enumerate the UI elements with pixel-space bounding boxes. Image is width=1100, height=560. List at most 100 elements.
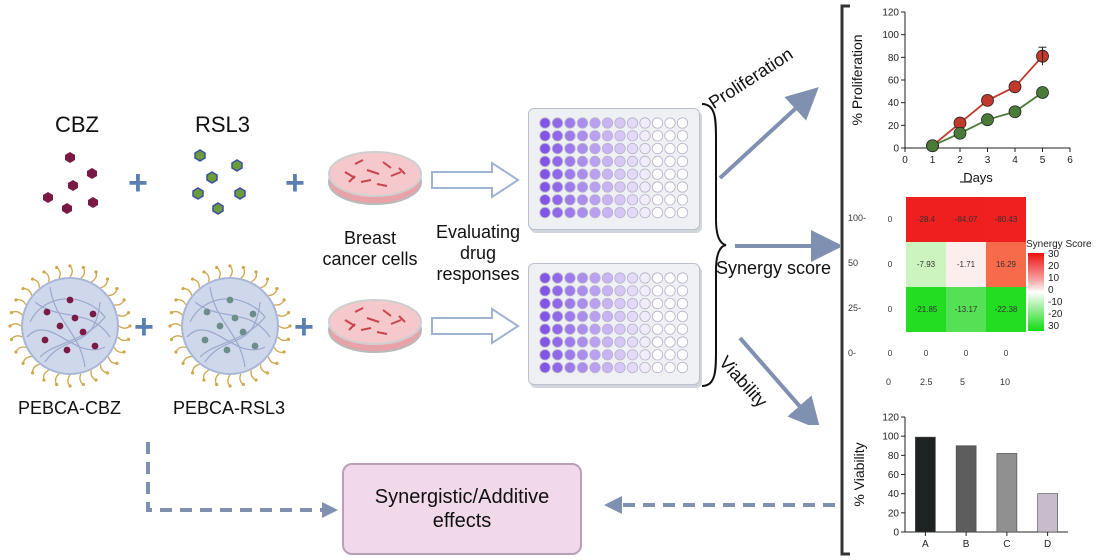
peg-chain: [108, 288, 118, 297]
peg-end: [288, 324, 292, 328]
well: [564, 181, 576, 193]
well: [601, 207, 614, 219]
well: [576, 336, 589, 348]
synergistic-effects-label: Synergistic/Additive effects: [374, 486, 550, 532]
peg-chain: [22, 355, 32, 364]
well: [564, 336, 576, 348]
well: [651, 285, 664, 297]
pebca-rsl3-label: PEBCA-RSL3: [173, 398, 286, 418]
peg-end: [286, 337, 291, 341]
peg-chain: [278, 325, 291, 329]
peg-end: [202, 270, 206, 274]
peg-end: [190, 371, 195, 375]
peg-chain: [107, 356, 117, 365]
well: [676, 207, 689, 219]
peg-chain: [79, 373, 84, 386]
well: [664, 349, 676, 361]
x-tick-label: A: [922, 539, 929, 550]
well: [664, 336, 676, 348]
cbz-molecules-icon: [43, 152, 98, 214]
heatmap-cell: -7.93: [906, 242, 946, 287]
well: [614, 117, 626, 129]
peg-end: [241, 265, 245, 270]
well: [676, 349, 689, 361]
bar: [955, 445, 977, 533]
peg-end: [215, 265, 219, 270]
well: [601, 117, 614, 129]
well: [639, 168, 651, 180]
well: [589, 323, 601, 335]
well: [676, 130, 689, 142]
peg-end: [14, 350, 18, 354]
well: [564, 362, 576, 374]
well: [564, 272, 576, 284]
peg-chain: [9, 323, 22, 327]
peg-chain: [90, 370, 97, 381]
well: [539, 155, 551, 168]
peg-end: [94, 378, 98, 382]
y-tick-label: 80: [888, 451, 900, 462]
data-point: [1008, 80, 1022, 94]
well: [589, 168, 601, 180]
heatmap-legend-tick: 20: [1048, 261, 1060, 272]
bar: [996, 453, 1018, 533]
well: [664, 155, 676, 168]
well: [589, 297, 601, 310]
well: [651, 181, 664, 193]
well: [614, 155, 626, 168]
peg-chain: [183, 287, 193, 296]
well: [651, 117, 664, 129]
well-plate-bottom: [528, 263, 700, 385]
peg-chain: [227, 374, 231, 387]
well: [564, 310, 576, 323]
data-point: [926, 139, 939, 153]
well: [664, 168, 676, 180]
well: [676, 181, 689, 193]
well: [676, 362, 689, 374]
well: [601, 310, 614, 323]
rsl3-label: RSL3: [195, 112, 251, 137]
y-tick-label: 100: [882, 30, 899, 41]
well: [601, 168, 614, 180]
branch-synergy-label: Synergy score: [716, 258, 832, 278]
heatmap-cell: -21.85: [906, 287, 946, 332]
heatmap-cell: 0: [887, 215, 893, 224]
heatmap-col-label: 5: [960, 377, 966, 387]
peg-chain: [117, 336, 129, 342]
peg-chain: [203, 271, 210, 282]
well: [664, 142, 676, 155]
well: [639, 142, 651, 155]
peg-end: [275, 286, 279, 291]
y-tick-label: 40: [888, 489, 900, 500]
peg-end: [42, 378, 46, 382]
heatmap-row-label: 100-: [848, 213, 867, 223]
well: [576, 362, 589, 374]
heatmap-cell: -84.07: [946, 197, 986, 242]
well: [626, 310, 639, 323]
heatmap-row-label: 50: [848, 258, 859, 268]
well: [651, 362, 664, 374]
well: [614, 310, 626, 323]
plus-icon: +: [285, 164, 305, 202]
x-tick-label: 0: [902, 155, 908, 166]
peg-chain: [10, 335, 23, 340]
well: [639, 310, 651, 323]
x-tick-label: 6: [1067, 155, 1073, 166]
well: [651, 323, 664, 335]
heatmap-legend-tick: 0: [1048, 285, 1054, 296]
well: [614, 362, 626, 374]
peg-end: [169, 337, 174, 341]
well: [601, 130, 614, 142]
peg-end: [122, 298, 126, 302]
well: [626, 181, 639, 193]
well: [639, 272, 651, 284]
well: [564, 297, 576, 310]
heatmap-cell: -80.43: [986, 197, 1026, 242]
y-tick-label: 120: [882, 8, 899, 19]
well: [626, 207, 639, 219]
heatmap-legend-tick: 30: [1048, 249, 1060, 260]
well: [601, 285, 614, 297]
well: [551, 362, 564, 374]
peg-chain: [32, 278, 41, 288]
petri-dish-icon: [328, 151, 422, 205]
